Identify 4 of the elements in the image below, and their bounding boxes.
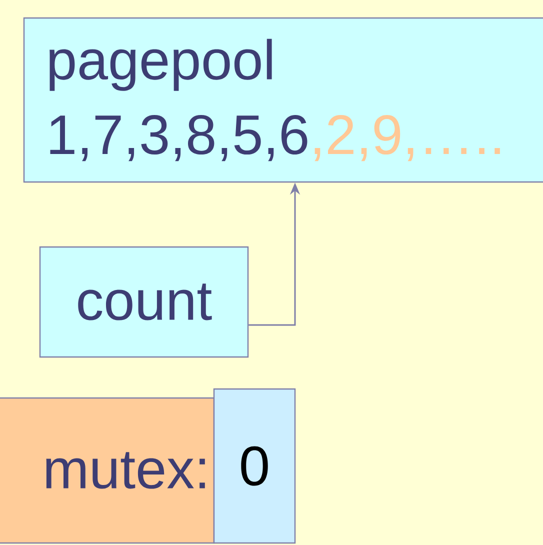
variable-box: mutex: [0, 397, 215, 544]
list-box: pagepool 1,7,3,8,5,6,2,9,….. [23, 17, 543, 183]
variable-box: count [39, 246, 249, 358]
value-box: 0 [213, 388, 296, 544]
